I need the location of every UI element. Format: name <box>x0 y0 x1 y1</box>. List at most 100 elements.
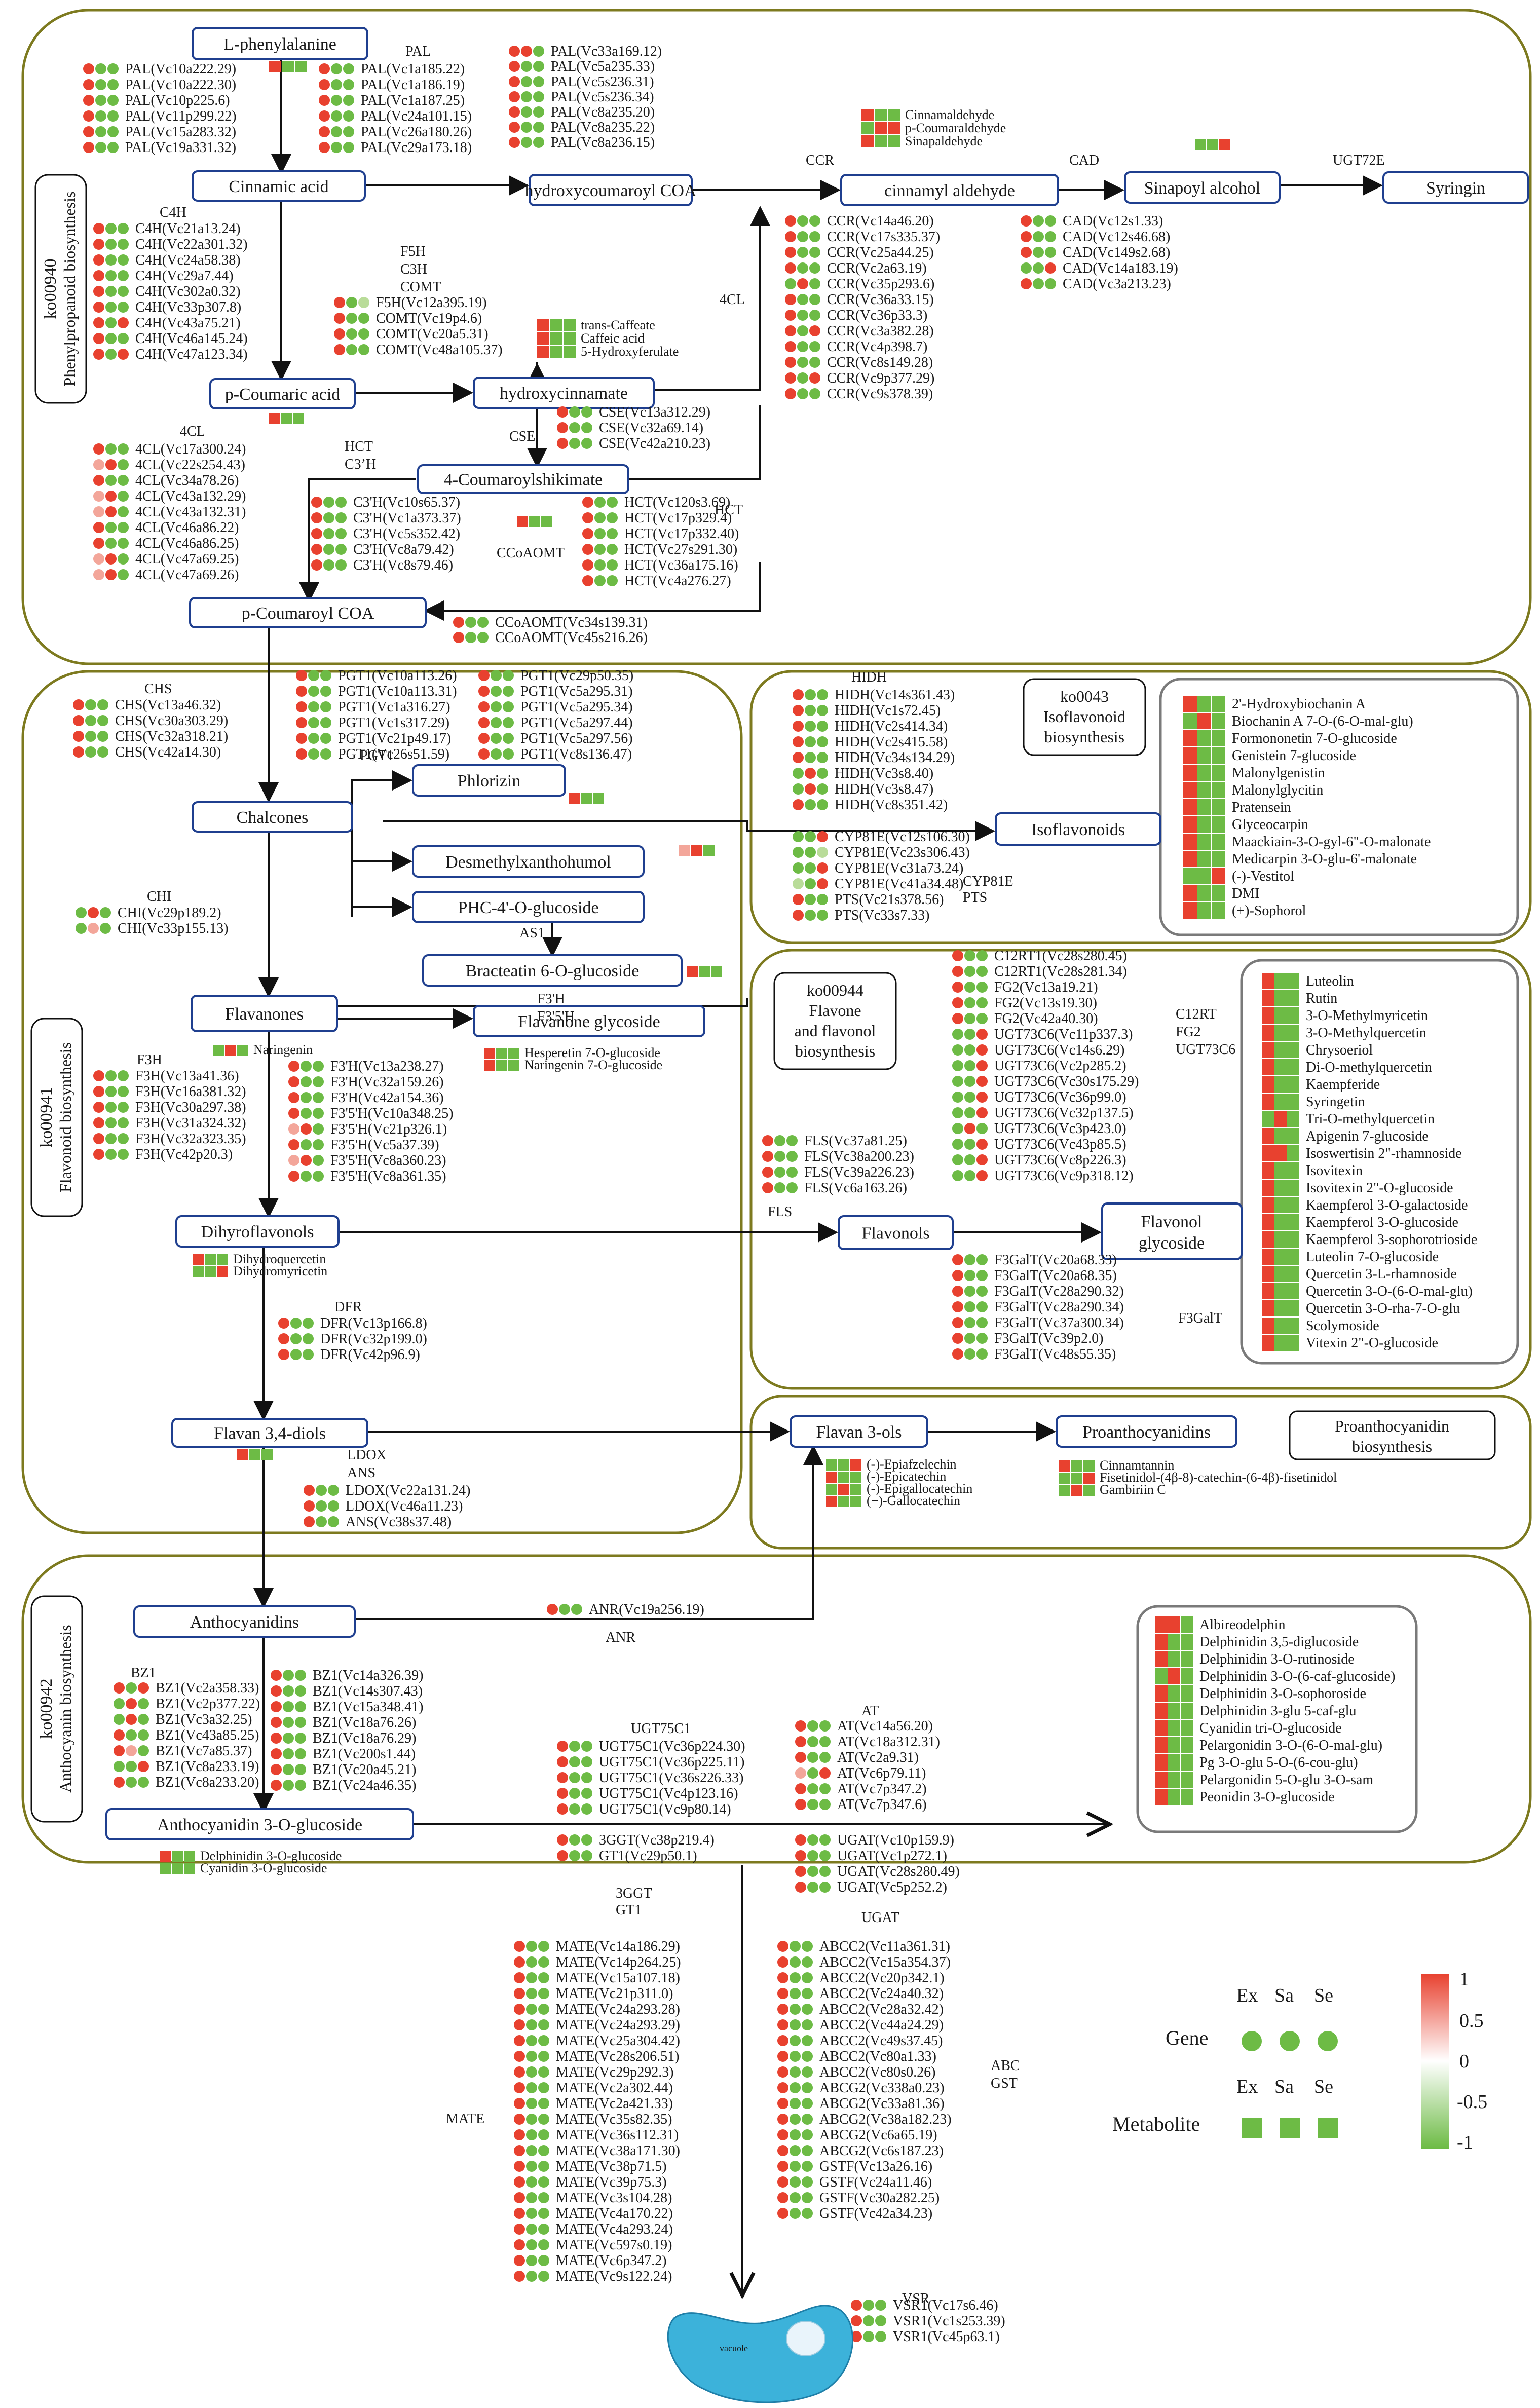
enzyme-pgt1: PGT1 <box>360 748 394 764</box>
expression-dot <box>807 1783 818 1794</box>
gene-label: C3'H(Vc8s79.46) <box>353 557 453 573</box>
expression-dot <box>817 768 828 779</box>
expression-dot <box>790 2129 801 2140</box>
expression-dot <box>952 1013 963 1024</box>
expression-dot <box>271 1780 282 1791</box>
node-flavonol-glycoside-1: Flavonol <box>1141 1213 1203 1231</box>
gene-expression-dots: PAL(Vc10a222.29)PAL(Vc10a222.30)PAL(Vc10… <box>73 44 1178 2345</box>
expression-dot <box>105 286 117 297</box>
gene-group-abc: ABCC2(Vc11a361.31)ABCC2(Vc15a354.37)ABCC… <box>777 1939 952 2222</box>
gene-label: PAL(Vc8a235.22) <box>551 120 655 135</box>
expression-dot <box>607 512 618 523</box>
expression-dot <box>118 1086 129 1097</box>
metabolite-label: Delphinidin 3-O-(6-caf-glucoside) <box>1199 1669 1395 1684</box>
expression-dot <box>795 1850 806 1861</box>
metabolite-cell <box>237 1449 248 1460</box>
metabolite-cell <box>593 793 604 804</box>
expression-dot <box>93 286 104 297</box>
expression-dot <box>313 1139 324 1150</box>
expression-dot <box>105 223 117 234</box>
expression-dot <box>538 2129 549 2140</box>
legend-sample-se-met: Se <box>1314 2076 1333 2097</box>
expression-dot <box>491 717 502 728</box>
expression-dot <box>114 1729 125 1741</box>
expression-dot <box>976 1170 988 1181</box>
gene-label: COMT(Vc48a105.37) <box>376 342 503 358</box>
gene-label: UGT73C6(Vc3p423.0) <box>994 1121 1126 1137</box>
expression-dot <box>807 1834 818 1846</box>
metabolite-cell <box>1262 1162 1274 1179</box>
metabolite-cell <box>1287 1214 1299 1230</box>
legend-sample-ex-gene: Ex <box>1236 1985 1258 2006</box>
expression-dot <box>538 2114 549 2125</box>
gene-group-ldox: LDOX(Vc22a131.24)LDOX(Vc46a11.23)ANS(Vc3… <box>304 1483 471 1530</box>
metabolite-cell <box>838 1484 849 1495</box>
metabolite-label: trans-Caffeate <box>581 318 655 332</box>
gene-label: CYP81E(Vc23s306.43) <box>835 845 970 860</box>
expression-dot <box>785 278 796 289</box>
metabolite-cell <box>888 135 900 147</box>
metabolite-cell <box>541 516 552 527</box>
expression-dot <box>319 126 330 137</box>
expression-dot <box>514 1956 525 1968</box>
node-anthocyanidin_glucoside-box <box>105 1808 414 1840</box>
metabolite-group-cinnamaldehyde: Cinnamaldehydep-CoumaraldehydeSinapaldeh… <box>861 107 1006 148</box>
gene-label: F5H(Vc12a395.19) <box>376 295 487 311</box>
expression-dot <box>557 1756 568 1767</box>
expression-dot <box>797 388 808 399</box>
metabolite-cell <box>1274 990 1287 1006</box>
expression-dot <box>514 2082 525 2093</box>
expression-dot <box>762 1182 773 1193</box>
expression-dot <box>93 506 104 517</box>
metabolite-label: Kaempferide <box>1306 1077 1380 1093</box>
expression-dot <box>316 1516 327 1527</box>
expression-dot <box>538 2051 549 2062</box>
expression-dot <box>331 110 342 122</box>
metabolite-label: Isovitexin <box>1306 1163 1363 1179</box>
expression-dot <box>785 262 796 274</box>
expression-dot <box>976 1333 988 1344</box>
gene-group-pal3: PAL(Vc33a169.12)PAL(Vc5a235.33)PAL(Vc5s2… <box>509 44 662 150</box>
gene-label: MATE(Vc39p75.3) <box>556 2174 667 2190</box>
metabolite-cell <box>838 1459 849 1471</box>
expression-dot <box>526 2224 537 2235</box>
metabolite-cell <box>1274 1214 1287 1230</box>
expression-dot <box>290 1318 302 1329</box>
expression-dot <box>952 1270 963 1281</box>
expression-dot <box>581 1803 592 1815</box>
expression-dot <box>118 223 129 234</box>
expression-dot <box>569 422 580 433</box>
gene-label: UGAT(Vc1p272.1) <box>837 1848 947 1864</box>
gene-label: UGT75C1(Vc36p225.11) <box>599 1754 744 1770</box>
expression-dot <box>594 497 606 508</box>
metabolite-cell <box>1168 1651 1180 1667</box>
gene-group-comt: F5H(Vc12a395.19)COMT(Vc19p4.6)COMT(Vc20a… <box>334 295 503 358</box>
expression-dot <box>105 302 117 313</box>
expression-dot <box>547 1604 558 1615</box>
metabolite-cell <box>1181 1616 1193 1633</box>
gene-label: PGT1(Vc1s317.29) <box>338 715 449 731</box>
gene-label: AT(Vc18a312.31) <box>837 1734 940 1750</box>
gene-label: UGT75C1(Vc9p80.14) <box>599 1801 731 1817</box>
expression-dot <box>331 79 342 90</box>
expression-dot <box>95 79 106 90</box>
enzyme-ccoaomt: CCoAOMT <box>497 545 565 561</box>
expression-dot <box>790 1988 801 1999</box>
metabolite-label: Di-O-methylquercetin <box>1306 1060 1432 1075</box>
enzyme-dfr: DFR <box>334 1299 362 1315</box>
gene-label: VSR1(Vc17s6.46) <box>893 2298 998 2313</box>
metabolite-cell <box>1183 765 1197 781</box>
expression-dot <box>477 617 489 628</box>
expression-dot <box>83 79 94 90</box>
expression-dot <box>952 997 963 1008</box>
gene-label: HIDH(Vc2s414.34) <box>835 719 948 734</box>
flavonoid-frame <box>21 670 743 1534</box>
expression-dot <box>538 2035 549 2046</box>
gene-group-c4h: C4H(Vc21a13.24)C4H(Vc22a301.32)C4H(Vc24a… <box>93 221 248 362</box>
expression-dot <box>790 2035 801 2046</box>
gene-label: PGT1(Vc10a113.26) <box>338 668 457 684</box>
gene-label: F3H(Vc32a323.35) <box>135 1131 246 1147</box>
expression-dot <box>335 497 347 508</box>
